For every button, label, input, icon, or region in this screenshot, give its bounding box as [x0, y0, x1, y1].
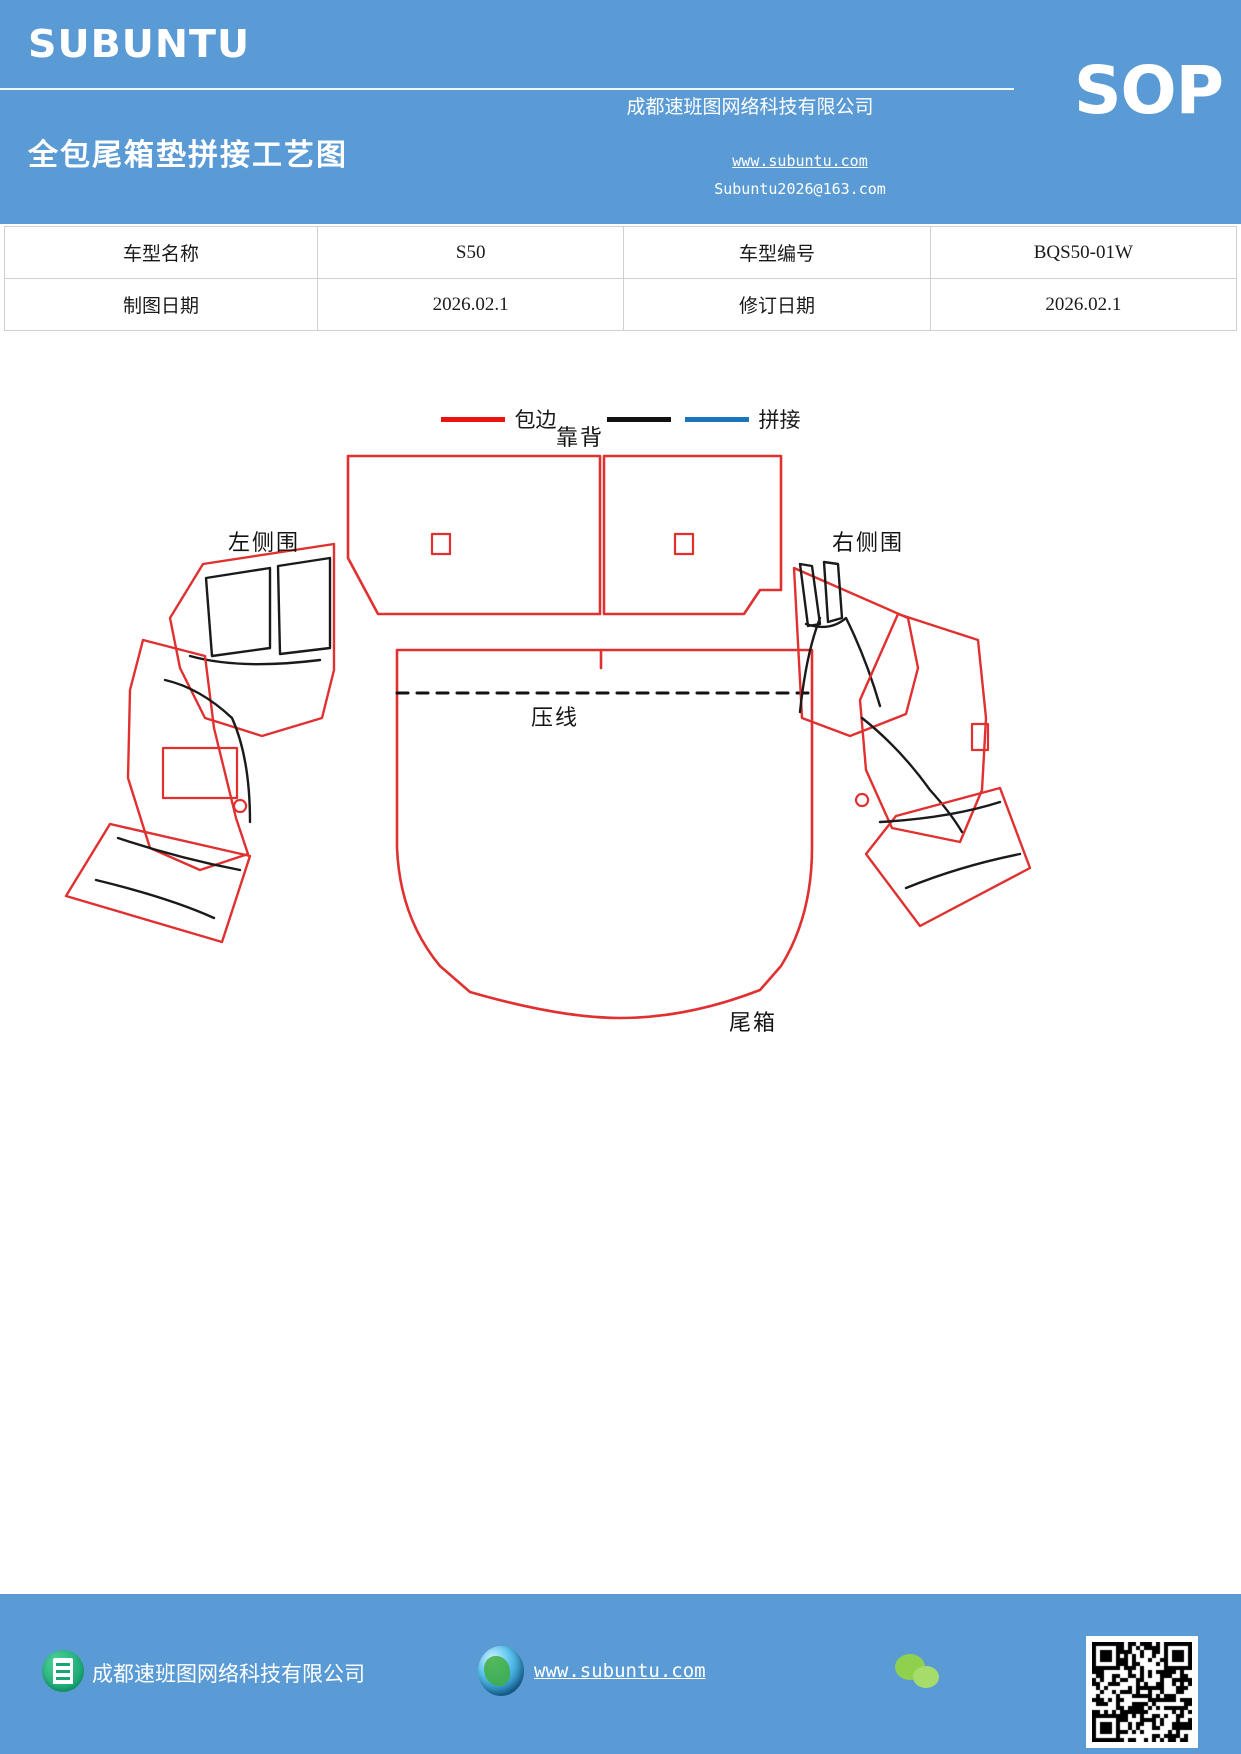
right-side-stitch-a: [798, 562, 822, 628]
left-side-hook-icon: [232, 798, 248, 814]
label-model-name: 车型名称: [4, 226, 318, 279]
header-company-name: 成都速班图网络科技有限公司: [626, 97, 874, 118]
right-side-hook-icon: [854, 792, 870, 808]
legend-swatch-blue-icon: [684, 416, 749, 422]
page-title: 全包尾箱垫拼接工艺图: [28, 138, 348, 173]
backrest-left-slot: [430, 532, 452, 556]
left-side-lower-stitch: [116, 836, 242, 872]
value-model-name: S50: [316, 226, 625, 279]
header-divider: [0, 88, 1014, 90]
value-model-code: BQS50-01W: [929, 226, 1238, 279]
qr-code: [1086, 1636, 1198, 1748]
right-side-mid-binding: [858, 612, 988, 844]
diagram-svg: [64, 454, 1032, 1020]
label-left-side: 左侧围: [228, 530, 301, 555]
trunk-floor-panel: [395, 648, 814, 1020]
legend: 包边 拼接: [0, 404, 1241, 434]
label-revise-date: 修订日期: [623, 278, 931, 331]
right-side-stitch-d: [798, 616, 822, 714]
backrest-right-slot: [673, 532, 695, 556]
left-side-upper-binding: [168, 542, 336, 738]
page-header: SUBUNTU 成都速班图网络科技有限公司 SOP 全包尾箱垫拼接工艺图 www…: [0, 0, 1241, 224]
right-side-lower-stitch: [878, 800, 1002, 824]
left-side-lower-stitch-2: [94, 878, 216, 920]
label-trunk: 尾箱: [729, 1010, 778, 1035]
wechat-icon: [895, 1654, 951, 1694]
table-row: 车型名称 S50 车型编号 BQS50-01W: [4, 226, 1238, 279]
header-email[interactable]: Subuntu2026@163.com: [714, 180, 886, 198]
left-side-inner-window: [161, 746, 239, 800]
brand-logo: SUBUNTU: [28, 22, 251, 66]
legend-label-splice: 拼接: [758, 408, 801, 432]
legend-label-binding: 包边: [514, 408, 557, 432]
label-right-side: 右侧围: [832, 530, 905, 555]
sop-badge: SOP: [1073, 52, 1224, 129]
header-website-link[interactable]: www.subuntu.com: [732, 152, 868, 170]
trunk-mat-diagram: [0, 418, 1241, 1058]
building-icon: [42, 1650, 84, 1692]
legend-swatch-black-icon: [606, 416, 671, 422]
backrest-right-panel: [602, 454, 783, 616]
footer-website-link[interactable]: www.subuntu.com: [534, 1660, 706, 1682]
page-footer: 成都速班图网络科技有限公司 www.subuntu.com: [0, 1594, 1241, 1754]
left-side-lower-binding: [64, 822, 252, 944]
right-side-lower-binding: [864, 786, 1032, 928]
label-crease: 压线: [531, 705, 580, 730]
right-side-inner-window: [970, 722, 990, 752]
footer-company-name: 成都速班图网络科技有限公司: [92, 1662, 365, 1686]
right-side-mid-stitch: [860, 716, 964, 834]
value-revise-date: 2026.02.1: [929, 278, 1238, 331]
left-side-stitch-b: [276, 556, 332, 656]
right-side-stitch-b: [822, 560, 844, 624]
legend-item-binding: 包边: [440, 404, 607, 434]
left-side-mid-binding: [126, 638, 250, 872]
table-row: 制图日期 2026.02.1 修订日期 2026.02.1: [4, 278, 1238, 331]
left-side-stitch-c: [188, 654, 322, 666]
label-draw-date: 制图日期: [4, 278, 318, 331]
label-backrest: 靠背: [556, 425, 605, 450]
left-side-stitch-a: [204, 566, 272, 658]
vehicle-info-table: 车型名称 S50 车型编号 BQS50-01W 制图日期 2026.02.1 修…: [4, 226, 1238, 331]
value-draw-date: 2026.02.1: [316, 278, 625, 331]
globe-icon: [478, 1646, 524, 1696]
right-side-stitch-c: [804, 616, 882, 708]
backrest-left-panel: [346, 454, 602, 616]
left-side-mid-stitch: [163, 678, 252, 824]
legend-swatch-red-icon: [440, 416, 505, 422]
label-model-code: 车型编号: [623, 226, 931, 279]
right-side-lower-stitch-2: [904, 852, 1022, 890]
legend-item-stitch: 拼接: [606, 404, 801, 434]
